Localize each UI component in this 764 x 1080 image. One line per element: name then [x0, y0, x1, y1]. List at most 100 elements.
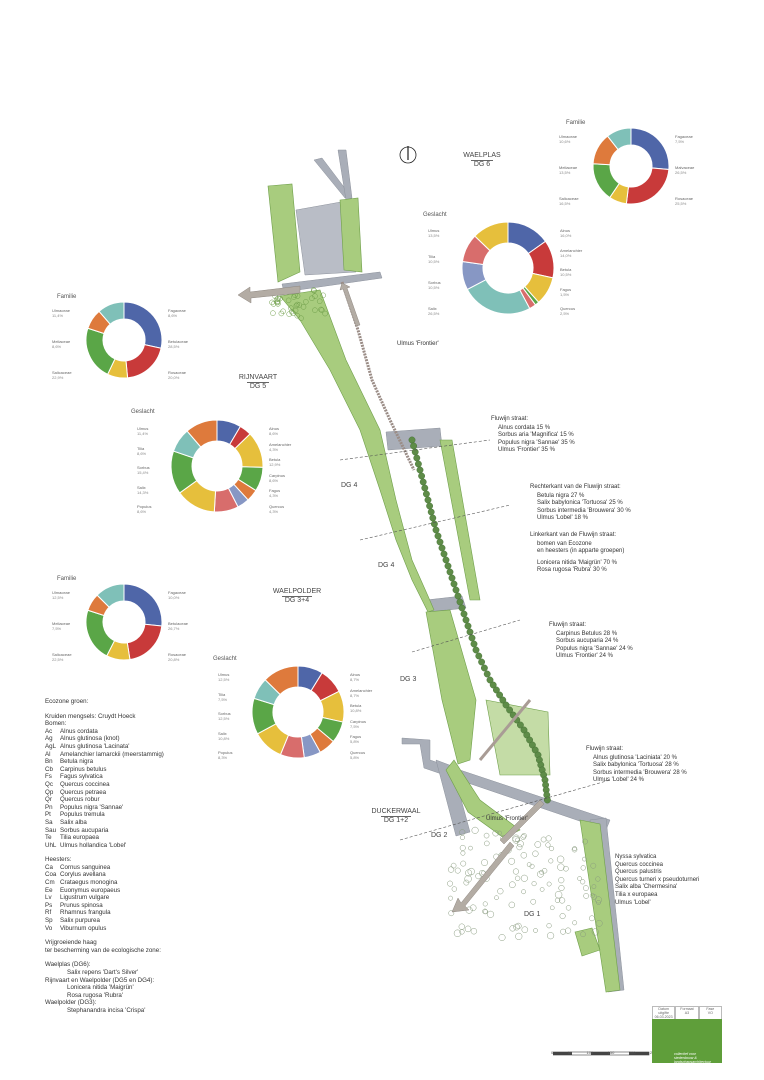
chart-value: 5,8%	[350, 739, 360, 745]
tree-mark	[448, 910, 455, 917]
species-code: Pt	[45, 811, 51, 819]
chart-value: 14,0%	[560, 252, 572, 258]
chart-label: Alnus	[560, 228, 571, 233]
species-name: Ulmus hollandica 'Lobel'	[60, 841, 127, 849]
species-legend: Ecozone groen: Kruiden mengsels: Cruydt …	[45, 698, 275, 1015]
tree-mark	[540, 836, 547, 843]
tree-mark	[512, 868, 519, 875]
chart-label: Fagaceae	[168, 590, 186, 595]
tree-mark	[446, 568, 454, 576]
species-name: Alnus glutinosa 'Lacinata'	[60, 742, 130, 750]
tree-mark	[322, 310, 328, 317]
chart-value: 7,5%	[218, 696, 228, 702]
tree-mark	[440, 550, 448, 558]
chart-value: 8,6%	[52, 344, 62, 349]
tree-mark	[422, 490, 430, 498]
tree-mark	[464, 875, 472, 883]
species-name: Quercus petraea	[60, 788, 107, 796]
tree-mark	[556, 855, 565, 864]
donut-slice	[125, 343, 162, 379]
tree-mark	[580, 879, 586, 885]
dg-label: DG 2	[430, 832, 449, 839]
chart-value: 1,5%	[560, 291, 570, 297]
tree-mark	[454, 867, 461, 874]
tree-mark	[508, 857, 516, 865]
species-name: Fagus sylvatica	[60, 773, 103, 781]
note-linkerkant: Linkerkant van de Fluwijn straat: bomen …	[530, 532, 625, 574]
chart-value: 11,4%	[52, 313, 64, 318]
chart-label: Betula	[269, 457, 281, 463]
chart-label: Salicaceae	[52, 370, 72, 375]
tree-mark	[280, 308, 286, 315]
species-code: Lv	[45, 894, 52, 902]
tree-mark	[274, 298, 281, 304]
legend-subtitle: Kruiden mengsels: Cruydt Hoeck	[45, 712, 136, 720]
chart-label: Ulmaceae	[52, 590, 71, 595]
species-code: Ca	[45, 863, 53, 871]
scale-bar: 0 50 100 150 200 250 m	[551, 1044, 661, 1062]
tree-mark	[512, 834, 520, 843]
chart-label: Salix	[428, 306, 437, 311]
species-code: Ps	[45, 901, 53, 909]
tree-mark	[294, 312, 301, 319]
chart-label: Ulmaceae	[52, 308, 71, 313]
species-code: Qr	[45, 796, 52, 804]
tree-mark	[452, 586, 460, 594]
donut-chart-geslacht_dg5	[170, 419, 264, 513]
tree-mark	[520, 834, 527, 840]
tree-mark	[571, 846, 578, 853]
species-code: Al	[45, 750, 51, 758]
tree-mark	[320, 292, 326, 299]
chart-label: Fagaceae	[168, 308, 186, 313]
scale-tick: 100	[586, 1050, 594, 1055]
donut-slice	[85, 327, 116, 375]
tree-mark	[531, 881, 537, 887]
note-fluwijn-1: Fluwijn straat: Alnus cordata 15 %Sorbus…	[491, 416, 575, 454]
chart-value: 13,5%	[559, 170, 571, 175]
chart-label: Alnus	[350, 672, 361, 677]
tree-mark	[312, 307, 318, 313]
tree-mark	[291, 294, 297, 300]
haag-group-title: Rijnvaart en Waelpolder (DG5 en DG4):	[45, 976, 155, 984]
tree-mark	[310, 287, 317, 293]
tree-mark	[269, 299, 275, 306]
species-name: Sorbus aucuparia	[60, 826, 109, 834]
species-name: Alnus glutinosa (knot)	[60, 735, 120, 743]
tree-mark	[464, 925, 472, 933]
chart-label: Rosaceae	[168, 370, 187, 375]
chart-value: 10,6%	[559, 139, 571, 144]
tree-mark	[316, 298, 323, 305]
chart-title: Familie	[57, 294, 77, 300]
tree-mark	[594, 896, 602, 904]
chart-label: Amelanchier	[269, 441, 292, 447]
species-code: Rf	[45, 909, 52, 917]
scale-bar-graphic	[552, 1051, 650, 1056]
species-name: Populus nigra 'Sannae'	[60, 803, 124, 811]
office-logo: collectief voor stedenbouw & landschapsa…	[652, 1019, 722, 1064]
chart-label: Sorbus	[137, 465, 150, 470]
chart-value: 10,5%	[428, 285, 440, 290]
tree-mark	[539, 887, 545, 892]
chart-value: 22,9%	[52, 375, 64, 380]
chart-label: Meliaceae	[52, 621, 71, 626]
tree-mark	[554, 891, 563, 899]
chart-value: 10,8%	[218, 735, 230, 741]
legend-haag-line2: ter bescherming van de ecologische zone:	[45, 946, 161, 954]
